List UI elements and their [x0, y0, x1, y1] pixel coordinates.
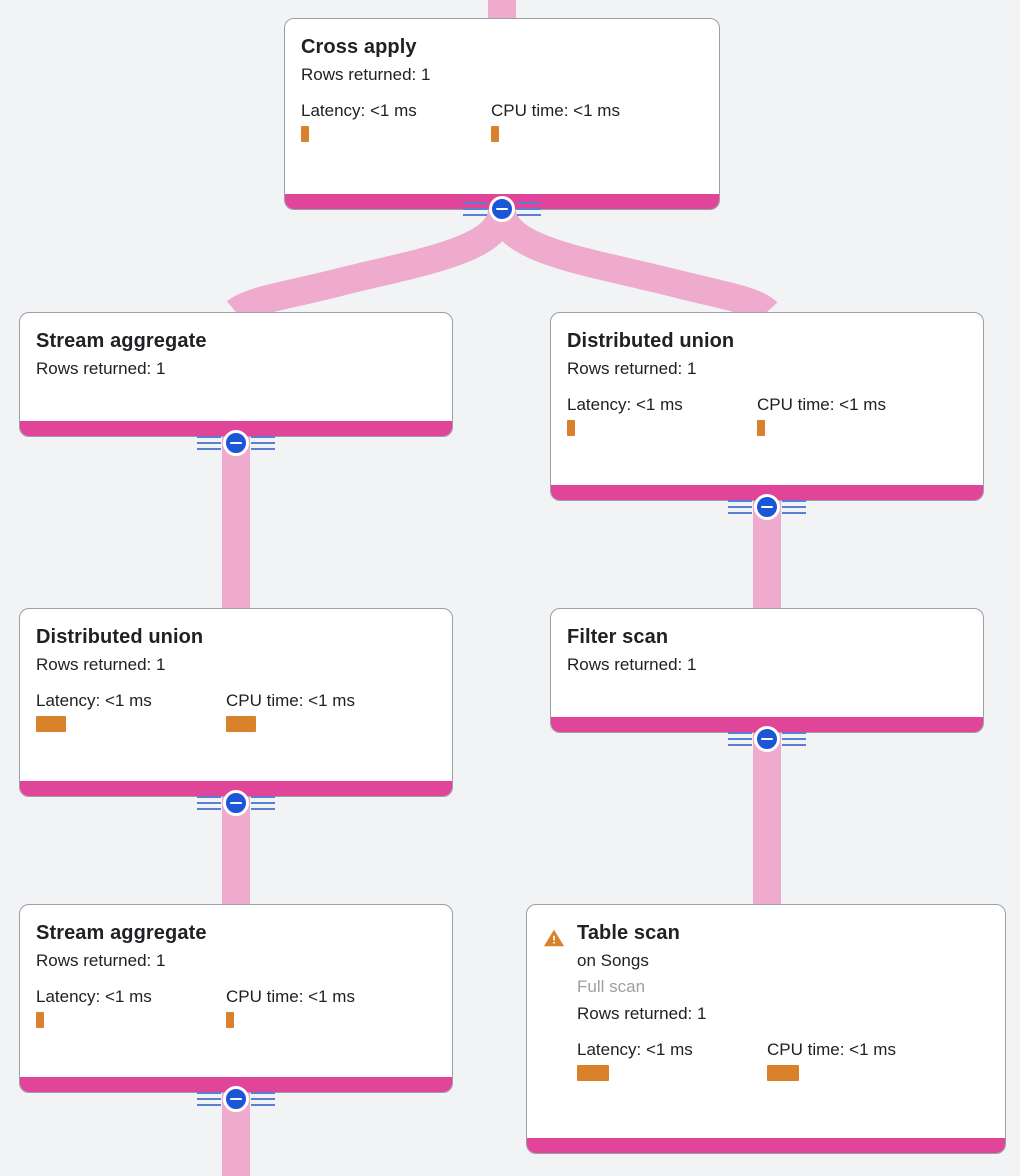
collapse-stream-aggregate-left-bottom[interactable] — [223, 1086, 249, 1112]
metric-cpu-time-label: CPU time: <1 ms — [491, 101, 620, 121]
metric-latency-bar — [567, 420, 575, 437]
node-title: Stream aggregate — [36, 922, 207, 944]
metric-cpu-time-label: CPU time: <1 ms — [757, 395, 886, 415]
collapse-distributed-union-left[interactable] — [223, 790, 249, 816]
node-title: Stream aggregate — [36, 330, 207, 352]
collapse-filter-scan[interactable] — [754, 726, 780, 752]
node-rows-returned: Rows returned: 1 — [36, 655, 166, 674]
node-subtitle: on Songs — [577, 951, 649, 970]
node-metrics: Latency: <1 ms CPU time: <1 ms — [36, 986, 436, 1029]
metric-cpu-time-bar — [767, 1065, 799, 1082]
metric-cpu-time-label: CPU time: <1 ms — [226, 691, 355, 711]
metric-latency-label: Latency: <1 ms — [567, 395, 683, 415]
metric-cpu-time-bar — [757, 420, 765, 437]
metric-cpu-time: CPU time: <1 ms — [226, 690, 355, 733]
collapse-deco-left — [728, 732, 752, 746]
node-metrics: Latency: <1 ms CPU time: <1 ms — [577, 1039, 989, 1082]
metric-cpu-time: CPU time: <1 ms — [767, 1039, 896, 1082]
collapse-deco-left — [728, 500, 752, 514]
metric-latency: Latency: <1 ms — [36, 690, 226, 733]
node-metrics: Latency: <1 ms CPU time: <1 ms — [36, 690, 436, 733]
node-footer — [20, 421, 452, 436]
node-title: Distributed union — [36, 626, 204, 648]
node-scan-note: Full scan — [577, 977, 646, 997]
metric-latency: Latency: <1 ms — [567, 394, 757, 437]
node-footer — [20, 781, 452, 796]
metric-latency: Latency: <1 ms — [577, 1039, 767, 1082]
node-footer — [551, 717, 983, 732]
node-rows-returned: Rows returned: 1 — [36, 359, 166, 378]
metric-latency-label: Latency: <1 ms — [36, 987, 152, 1007]
collapse-deco-left — [197, 796, 221, 810]
metric-latency-label: Latency: <1 ms — [301, 101, 417, 121]
node-rows-returned: Rows returned: 1 — [567, 359, 697, 378]
collapse-deco-left — [197, 436, 221, 450]
metric-latency-bar — [577, 1065, 609, 1082]
warning-icon — [543, 929, 565, 947]
metric-cpu-time-label: CPU time: <1 ms — [767, 1040, 896, 1060]
metric-cpu-time-bar — [226, 1012, 234, 1029]
collapse-deco-right — [251, 1092, 275, 1106]
node-title: Distributed union — [567, 330, 735, 352]
node-rows-returned: Rows returned: 1 — [301, 65, 431, 84]
edge-cross-apply-to-distributed-union — [488, 208, 778, 323]
metric-latency-bar — [301, 126, 309, 143]
metric-latency: Latency: <1 ms — [36, 986, 226, 1029]
node-rows-returned: Rows returned: 1 — [567, 655, 697, 674]
node-rows-returned: Rows returned: 1 — [36, 951, 166, 970]
metric-cpu-time: CPU time: <1 ms — [226, 986, 355, 1029]
metric-cpu-time-label: CPU time: <1 ms — [226, 987, 355, 1007]
metric-latency-bar — [36, 716, 66, 733]
metric-cpu-time-bar — [491, 126, 499, 143]
node-title: Table scan — [577, 922, 680, 944]
metric-latency-label: Latency: <1 ms — [36, 691, 152, 711]
collapse-distributed-union-right-top[interactable] — [754, 494, 780, 520]
collapse-deco-right — [251, 436, 275, 450]
metric-latency: Latency: <1 ms — [301, 100, 491, 143]
node-title: Filter scan — [567, 626, 669, 648]
node-footer — [20, 1077, 452, 1092]
metric-cpu-time-bar — [226, 716, 256, 733]
metric-cpu-time: CPU time: <1 ms — [757, 394, 886, 437]
collapse-deco-right — [782, 500, 806, 514]
collapse-cross-apply[interactable] — [489, 196, 515, 222]
collapse-stream-aggregate-left-top[interactable] — [223, 430, 249, 456]
node-metrics: Latency: <1 ms CPU time: <1 ms — [567, 394, 967, 437]
metric-latency-bar — [36, 1012, 44, 1029]
metric-cpu-time: CPU time: <1 ms — [491, 100, 620, 143]
edge-cross-apply-to-stream-aggregate — [226, 208, 516, 324]
node-rows-returned: Rows returned: 1 — [577, 1003, 707, 1023]
node-metrics: Latency: <1 ms CPU time: <1 ms — [301, 100, 703, 143]
node-footer — [527, 1138, 1005, 1153]
node-footer — [551, 485, 983, 500]
collapse-deco-right — [251, 796, 275, 810]
collapse-deco-left — [197, 1092, 221, 1106]
node-title: Cross apply — [301, 36, 417, 58]
metric-latency-label: Latency: <1 ms — [577, 1040, 693, 1060]
collapse-deco-right — [782, 732, 806, 746]
